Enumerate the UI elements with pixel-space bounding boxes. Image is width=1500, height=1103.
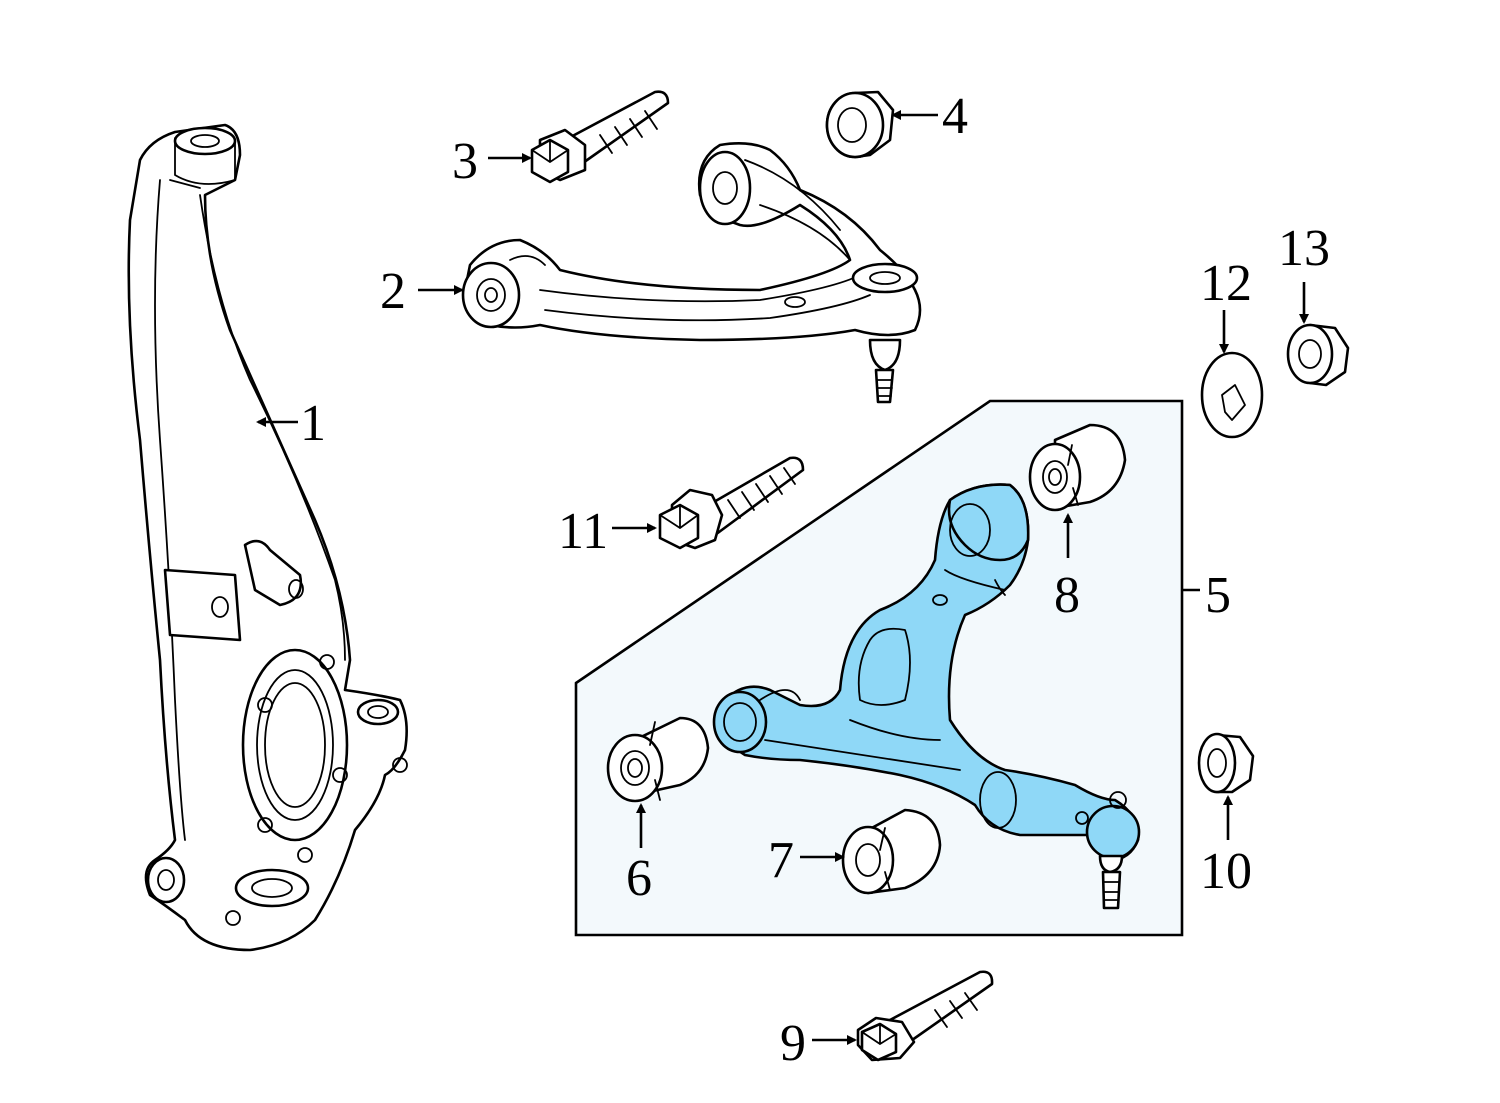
part-4-flange-nut[interactable]	[825, 90, 895, 159]
callout-5: 5	[1205, 567, 1231, 624]
part-11-bolt[interactable]	[658, 456, 805, 550]
callout-labels: 1 2 3 4 5 6 7 8 9 10 11 12 13	[300, 88, 1330, 1072]
callout-7: 7	[768, 832, 794, 889]
part-13-flange-nut[interactable]	[1286, 323, 1350, 387]
part-5-lower-control-arm[interactable]	[712, 483, 1141, 910]
callout-6: 6	[626, 850, 652, 907]
part-7-bushing[interactable]	[841, 808, 942, 895]
part-2-upper-control-arm[interactable]	[461, 142, 922, 404]
callout-3: 3	[452, 133, 478, 190]
callout-8: 8	[1054, 567, 1080, 624]
callout-10: 10	[1200, 843, 1252, 900]
callout-12: 12	[1200, 255, 1252, 312]
part-3-bolt[interactable]	[530, 90, 670, 184]
callout-arrows	[256, 110, 1309, 1045]
callout-13: 13	[1278, 220, 1330, 277]
part-6-bushing[interactable]	[606, 716, 710, 803]
part-1-steering-knuckle[interactable]	[127, 123, 408, 952]
callout-2: 2	[380, 263, 406, 320]
part-12-cam-washer[interactable]	[1200, 351, 1264, 439]
part-8-bushing[interactable]	[1028, 423, 1127, 512]
callout-11: 11	[558, 503, 608, 560]
part-10-flange-nut[interactable]	[1197, 732, 1255, 794]
callout-9: 9	[780, 1015, 806, 1072]
callout-1: 1	[300, 395, 326, 452]
callout-4: 4	[942, 88, 968, 145]
part-9-bolt[interactable]	[856, 970, 994, 1062]
